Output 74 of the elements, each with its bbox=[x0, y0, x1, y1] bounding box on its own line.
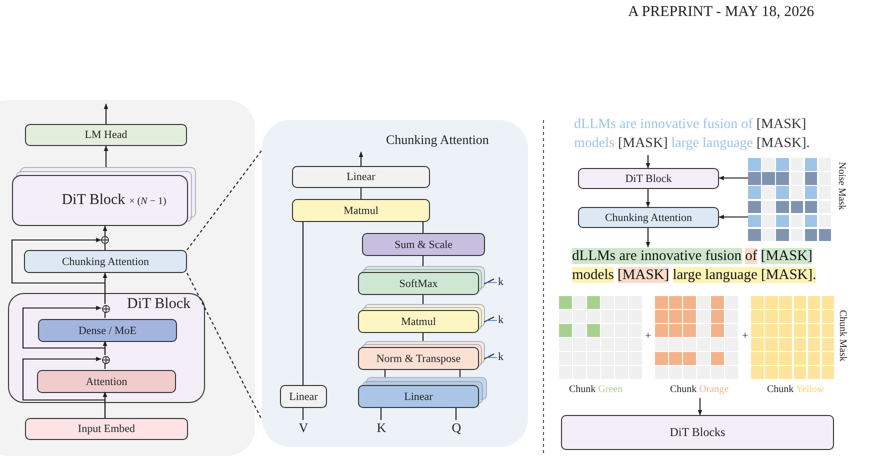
connector-line bbox=[104, 244, 106, 250]
zoom-guide-line bbox=[186, 150, 262, 250]
repeat-count: × (N − 1) bbox=[129, 196, 166, 207]
matmul-box: Matmul bbox=[292, 199, 430, 222]
arrow bbox=[646, 228, 650, 248]
stacked-block bbox=[12, 167, 196, 226]
linear-box: Linear bbox=[292, 166, 430, 188]
arrow bbox=[358, 151, 364, 166]
arrow bbox=[646, 155, 650, 169]
stack-count-label: k bbox=[484, 351, 504, 364]
arrow bbox=[102, 340, 108, 355]
connector-line bbox=[104, 363, 106, 369]
page-header: A PREPRINT - MAY 18, 2026 bbox=[628, 4, 814, 21]
connector-line bbox=[422, 333, 424, 341]
mask-grid bbox=[559, 296, 643, 380]
matmul-box: Matmul bbox=[358, 304, 485, 333]
arrow bbox=[718, 214, 748, 220]
stack-count-label: k bbox=[484, 314, 504, 326]
embed-box: Input Embed bbox=[25, 418, 188, 440]
grid-caption: Chunk Green bbox=[569, 384, 623, 395]
input-label: V bbox=[297, 420, 310, 435]
connector-line bbox=[455, 408, 457, 420]
axis-title: Noise Mask bbox=[836, 162, 847, 210]
connector-line bbox=[360, 188, 362, 199]
arrow bbox=[102, 225, 108, 236]
arrow bbox=[646, 189, 650, 208]
connector-line bbox=[422, 222, 424, 233]
softmax-box: SoftMax bbox=[358, 266, 485, 295]
zoom-panel bbox=[262, 120, 528, 447]
output-head-box: LM Head bbox=[25, 124, 187, 146]
connector-line bbox=[422, 256, 424, 266]
block-title: DiT Block bbox=[62, 192, 126, 209]
group-title: Chunking Attention bbox=[386, 132, 489, 148]
operation-box: Norm & Transpose bbox=[358, 341, 485, 370]
connector-line bbox=[380, 408, 382, 420]
sentence-text: dLLMs are innovative fusion of [MASK] models [MASK] large language [MASK]. bbox=[572, 247, 836, 289]
group-title: DiT Block bbox=[127, 296, 190, 313]
arrow bbox=[102, 391, 108, 418]
input-label: K bbox=[375, 420, 388, 435]
add-operator-icon bbox=[101, 236, 109, 244]
connector-line bbox=[104, 312, 106, 318]
block-box: DiT Block bbox=[578, 168, 719, 189]
arrow bbox=[698, 398, 702, 416]
grid-caption: Chunk Orange bbox=[670, 384, 729, 395]
arrow bbox=[104, 103, 108, 124]
mask-grid bbox=[655, 296, 739, 380]
arrow bbox=[718, 176, 748, 180]
connector-line bbox=[384, 370, 386, 377]
axis-title: Chunk Mask bbox=[837, 310, 848, 362]
linear-box: Linear bbox=[280, 385, 327, 408]
attention-box: Chunking Attention bbox=[24, 250, 187, 273]
sentence-text: dLLMs are innovative fusion of [MASK] models [MASK] large language [MASK]. bbox=[574, 115, 836, 155]
arrow bbox=[104, 145, 108, 167]
grid-caption: Chunk Yellow bbox=[767, 384, 824, 395]
stack-count-label: k bbox=[484, 276, 504, 288]
connector-line bbox=[459, 370, 461, 377]
connector-line bbox=[302, 408, 304, 420]
arrow bbox=[102, 272, 108, 304]
add-operator-icon bbox=[102, 305, 110, 313]
attention-box: Attention bbox=[37, 370, 176, 393]
plus-sign: + bbox=[645, 330, 652, 342]
layer-box: Dense / MoE bbox=[38, 319, 177, 342]
mask-grid bbox=[751, 296, 836, 380]
operation-box: Sum & Scale bbox=[362, 233, 485, 256]
add-operator-icon bbox=[102, 356, 110, 364]
block-box: DiT Blocks bbox=[561, 415, 834, 450]
plus-sign: + bbox=[742, 330, 748, 342]
connector-line bbox=[422, 295, 424, 304]
input-label: Q bbox=[450, 420, 463, 435]
attention-box: Chunking Attention bbox=[578, 207, 719, 228]
zoom-guide-line bbox=[186, 272, 262, 420]
connector-line bbox=[302, 222, 304, 385]
block-group bbox=[8, 293, 205, 403]
mask-grid bbox=[748, 158, 833, 243]
